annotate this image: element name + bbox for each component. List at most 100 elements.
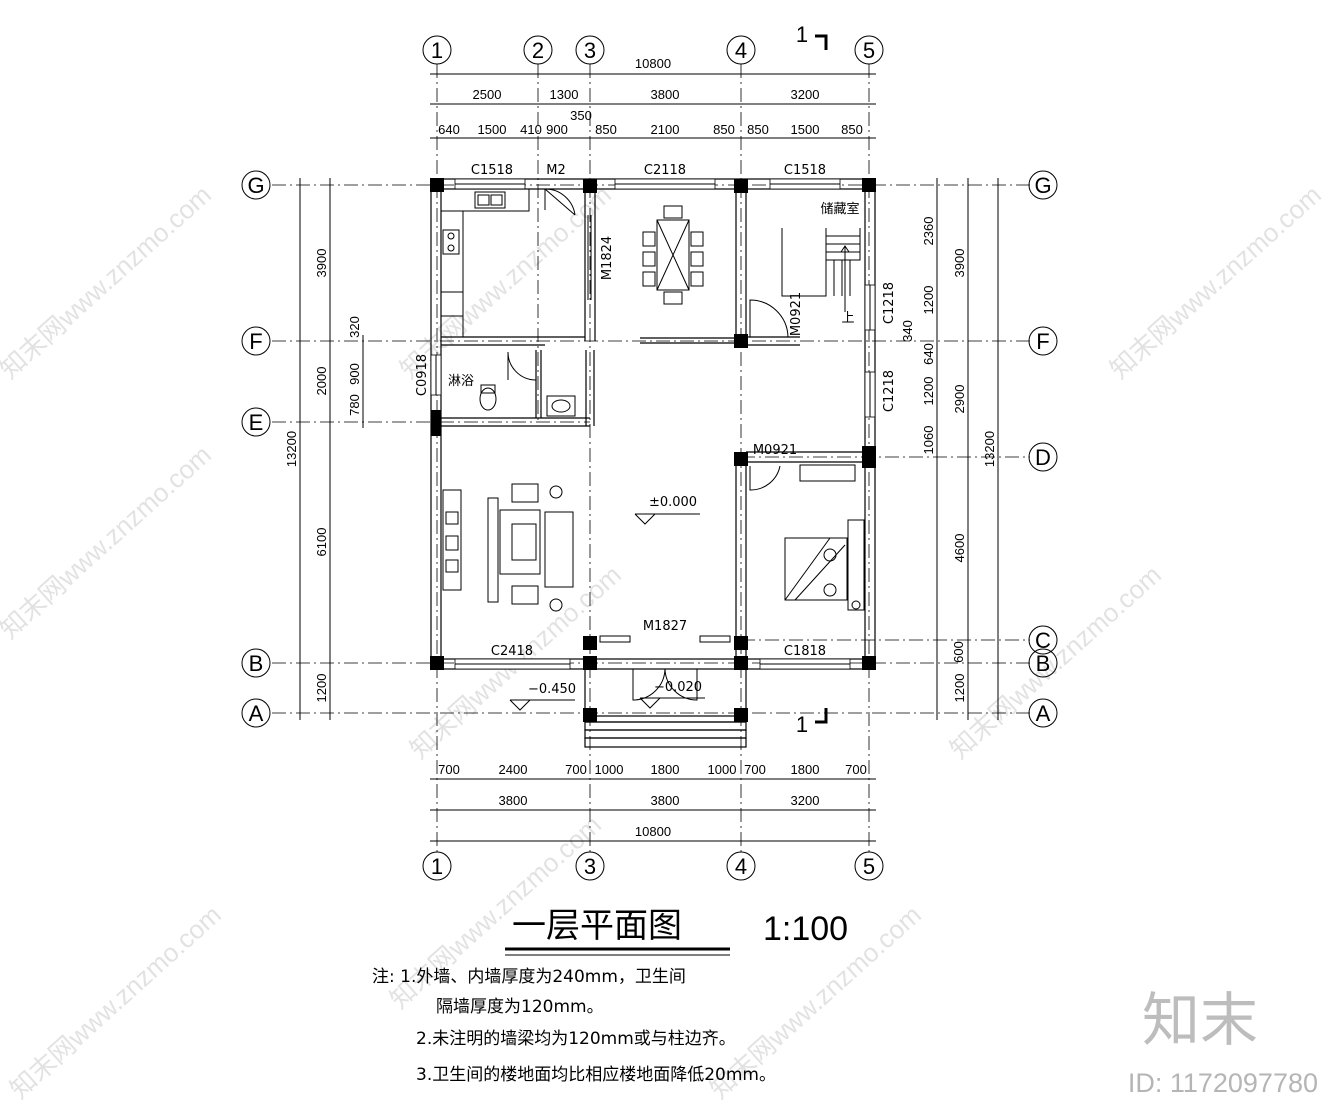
bathroom-fixtures xyxy=(479,384,576,417)
section-mark-label: 1 xyxy=(796,712,808,737)
axis-bubbles-top: 1 2 3 4 5 xyxy=(422,35,884,65)
door-label: M2 xyxy=(546,163,566,178)
notes-block: 注: 1.外墙、内墙厚度为240mm，卫生间 隔墙厚度为120mm。 2.未注明… xyxy=(372,967,776,1085)
section-marks: 1 1 xyxy=(796,22,828,737)
dimensions-bottom: 700 2400 700 1000 1800 1000 700 1800 700… xyxy=(430,762,876,842)
axis-label: 3 xyxy=(584,854,596,879)
dining-table-icon xyxy=(642,205,704,305)
shower-label: 淋浴 xyxy=(448,374,474,389)
dim-top-row3: 900 xyxy=(546,122,568,137)
window-label: C0918 xyxy=(415,354,430,396)
axis-label: 5 xyxy=(863,38,875,63)
note-line: 隔墙厚度为120mm。 xyxy=(436,997,604,1017)
axis-label: 2 xyxy=(532,38,544,63)
axis-label: D xyxy=(1035,445,1051,470)
axis-label: G xyxy=(1034,173,1051,198)
note-line: 2.未注明的墙梁均为120mm或与柱边齐。 xyxy=(416,1029,736,1049)
dim-right-row1: 2900 xyxy=(952,385,967,414)
dim-left-row1: 6100 xyxy=(314,528,329,557)
dim-overall-top: 10800 xyxy=(635,56,671,71)
drawing-title: 一层平面图 xyxy=(512,906,682,946)
brand-watermark: 知末 ID: 1172097780 xyxy=(1128,986,1318,1098)
kitchen-fixtures xyxy=(440,188,530,338)
dim-left-row1: 2000 xyxy=(314,367,329,396)
dim-top-row3: 850 xyxy=(713,122,735,137)
dim-bottom-row2: 3800 xyxy=(651,793,680,808)
dim-top-row3: 850 xyxy=(841,122,863,137)
axis-label: 3 xyxy=(584,38,596,63)
dim-bottom-row2: 3200 xyxy=(791,793,820,808)
dim-top-row2: 3200 xyxy=(791,87,820,102)
axis-bubbles-bottom: 1 3 4 5 xyxy=(422,851,884,881)
dim-top-row2: 2500 xyxy=(473,87,502,102)
dim-bottom-row2: 3800 xyxy=(499,793,528,808)
dim-top-row2: 1300 xyxy=(550,87,579,102)
dim-bottom-row1: 1800 xyxy=(791,762,820,777)
level-main-label: ±0.000 xyxy=(649,495,697,510)
drawing-scale: 1:100 xyxy=(763,910,848,948)
brand-logo-text: 知末 xyxy=(1142,986,1258,1054)
dim-right-row1: 1200 xyxy=(952,674,967,703)
dim-right-row2: 600 xyxy=(951,641,966,663)
axis-label: 4 xyxy=(735,38,747,63)
stair-up-label: 上 xyxy=(841,311,854,326)
dim-bottom-row1: 1000 xyxy=(595,762,624,777)
watermark-text: 知末网www.znzmo.com xyxy=(0,439,217,644)
storage-room-label: 储藏室 xyxy=(820,201,859,217)
title-block: 一层平面图 1:100 xyxy=(505,906,848,956)
bed-icon xyxy=(784,464,865,611)
dim-bottom-row1: 700 xyxy=(744,762,766,777)
watermark-text: 知末网www.znzmo.com xyxy=(4,899,227,1104)
dim-bottom-row1: 700 xyxy=(438,762,460,777)
window-label: C2418 xyxy=(491,644,533,659)
dim-bottom-row1: 700 xyxy=(845,762,867,777)
columns xyxy=(430,178,876,722)
dim-top-row2: 3800 xyxy=(651,87,680,102)
dim-left-row2: 320 xyxy=(347,316,362,338)
window-label: C1518 xyxy=(784,163,826,178)
dim-bottom-row1: 2400 xyxy=(499,762,528,777)
dim-right-row2: 1200 xyxy=(921,286,936,315)
watermark-text: 知末网www.znzmo.com xyxy=(0,179,217,384)
dim-bottom-row1: 1800 xyxy=(651,762,680,777)
element-labels: C1518 M2 C2118 C1518 储藏室 M1824 M0921 上 C… xyxy=(415,163,897,697)
dim-top-row3: 1500 xyxy=(791,122,820,137)
dim-left-overall: 13200 xyxy=(284,431,299,467)
dim-overall-bottom: 10800 xyxy=(635,824,671,839)
axis-label: F xyxy=(249,329,262,354)
watermark-text: 知末网www.znzmo.com xyxy=(394,179,617,384)
axis-label: 5 xyxy=(863,854,875,879)
window-label: C2118 xyxy=(644,163,686,178)
level-left-label: −0.450 xyxy=(528,682,576,697)
window-label: C1818 xyxy=(784,644,826,659)
window-label: C1518 xyxy=(471,163,513,178)
dim-right-row1: 4600 xyxy=(952,534,967,563)
watermark-text: 知末网www.znzmo.com xyxy=(944,559,1167,764)
axis-label: F xyxy=(1036,329,1049,354)
note-line: 注: 1.外墙、内墙厚度为240mm，卫生间 xyxy=(372,967,686,987)
watermark-text: 知末网www.znzmo.com xyxy=(1104,179,1327,384)
doors xyxy=(507,188,789,701)
axis-label: C xyxy=(1035,628,1051,653)
dim-left-row2: 900 xyxy=(347,363,362,385)
axis-label: G xyxy=(247,173,264,198)
dim-top-row3: 850 xyxy=(595,122,617,137)
dim-right-row2: 2360 xyxy=(921,217,936,246)
axis-label: E xyxy=(249,410,264,435)
dim-right-overall: 13200 xyxy=(982,431,997,467)
dimensions-left: 13200 3900 2000 6100 1200 320 900 780 xyxy=(284,178,364,720)
image-id-label: ID: 1172097780 xyxy=(1128,1068,1318,1098)
section-mark-label: 1 xyxy=(796,22,808,47)
dim-top-row3: 410 xyxy=(520,122,542,137)
dim-left-row1: 3900 xyxy=(314,249,329,278)
windows xyxy=(430,178,876,670)
axis-label: 1 xyxy=(431,854,443,879)
dim-top-row3: 2100 xyxy=(651,122,680,137)
dim-right-row2: 1060 xyxy=(921,426,936,455)
axis-label: 1 xyxy=(431,38,443,63)
sofa-icon xyxy=(442,483,574,612)
dim-right-row1: 3900 xyxy=(952,249,967,278)
door-label: M1824 xyxy=(600,236,615,280)
dimensions-right: 2360 1200 340 640 1200 1060 600 3900 290… xyxy=(900,178,999,720)
